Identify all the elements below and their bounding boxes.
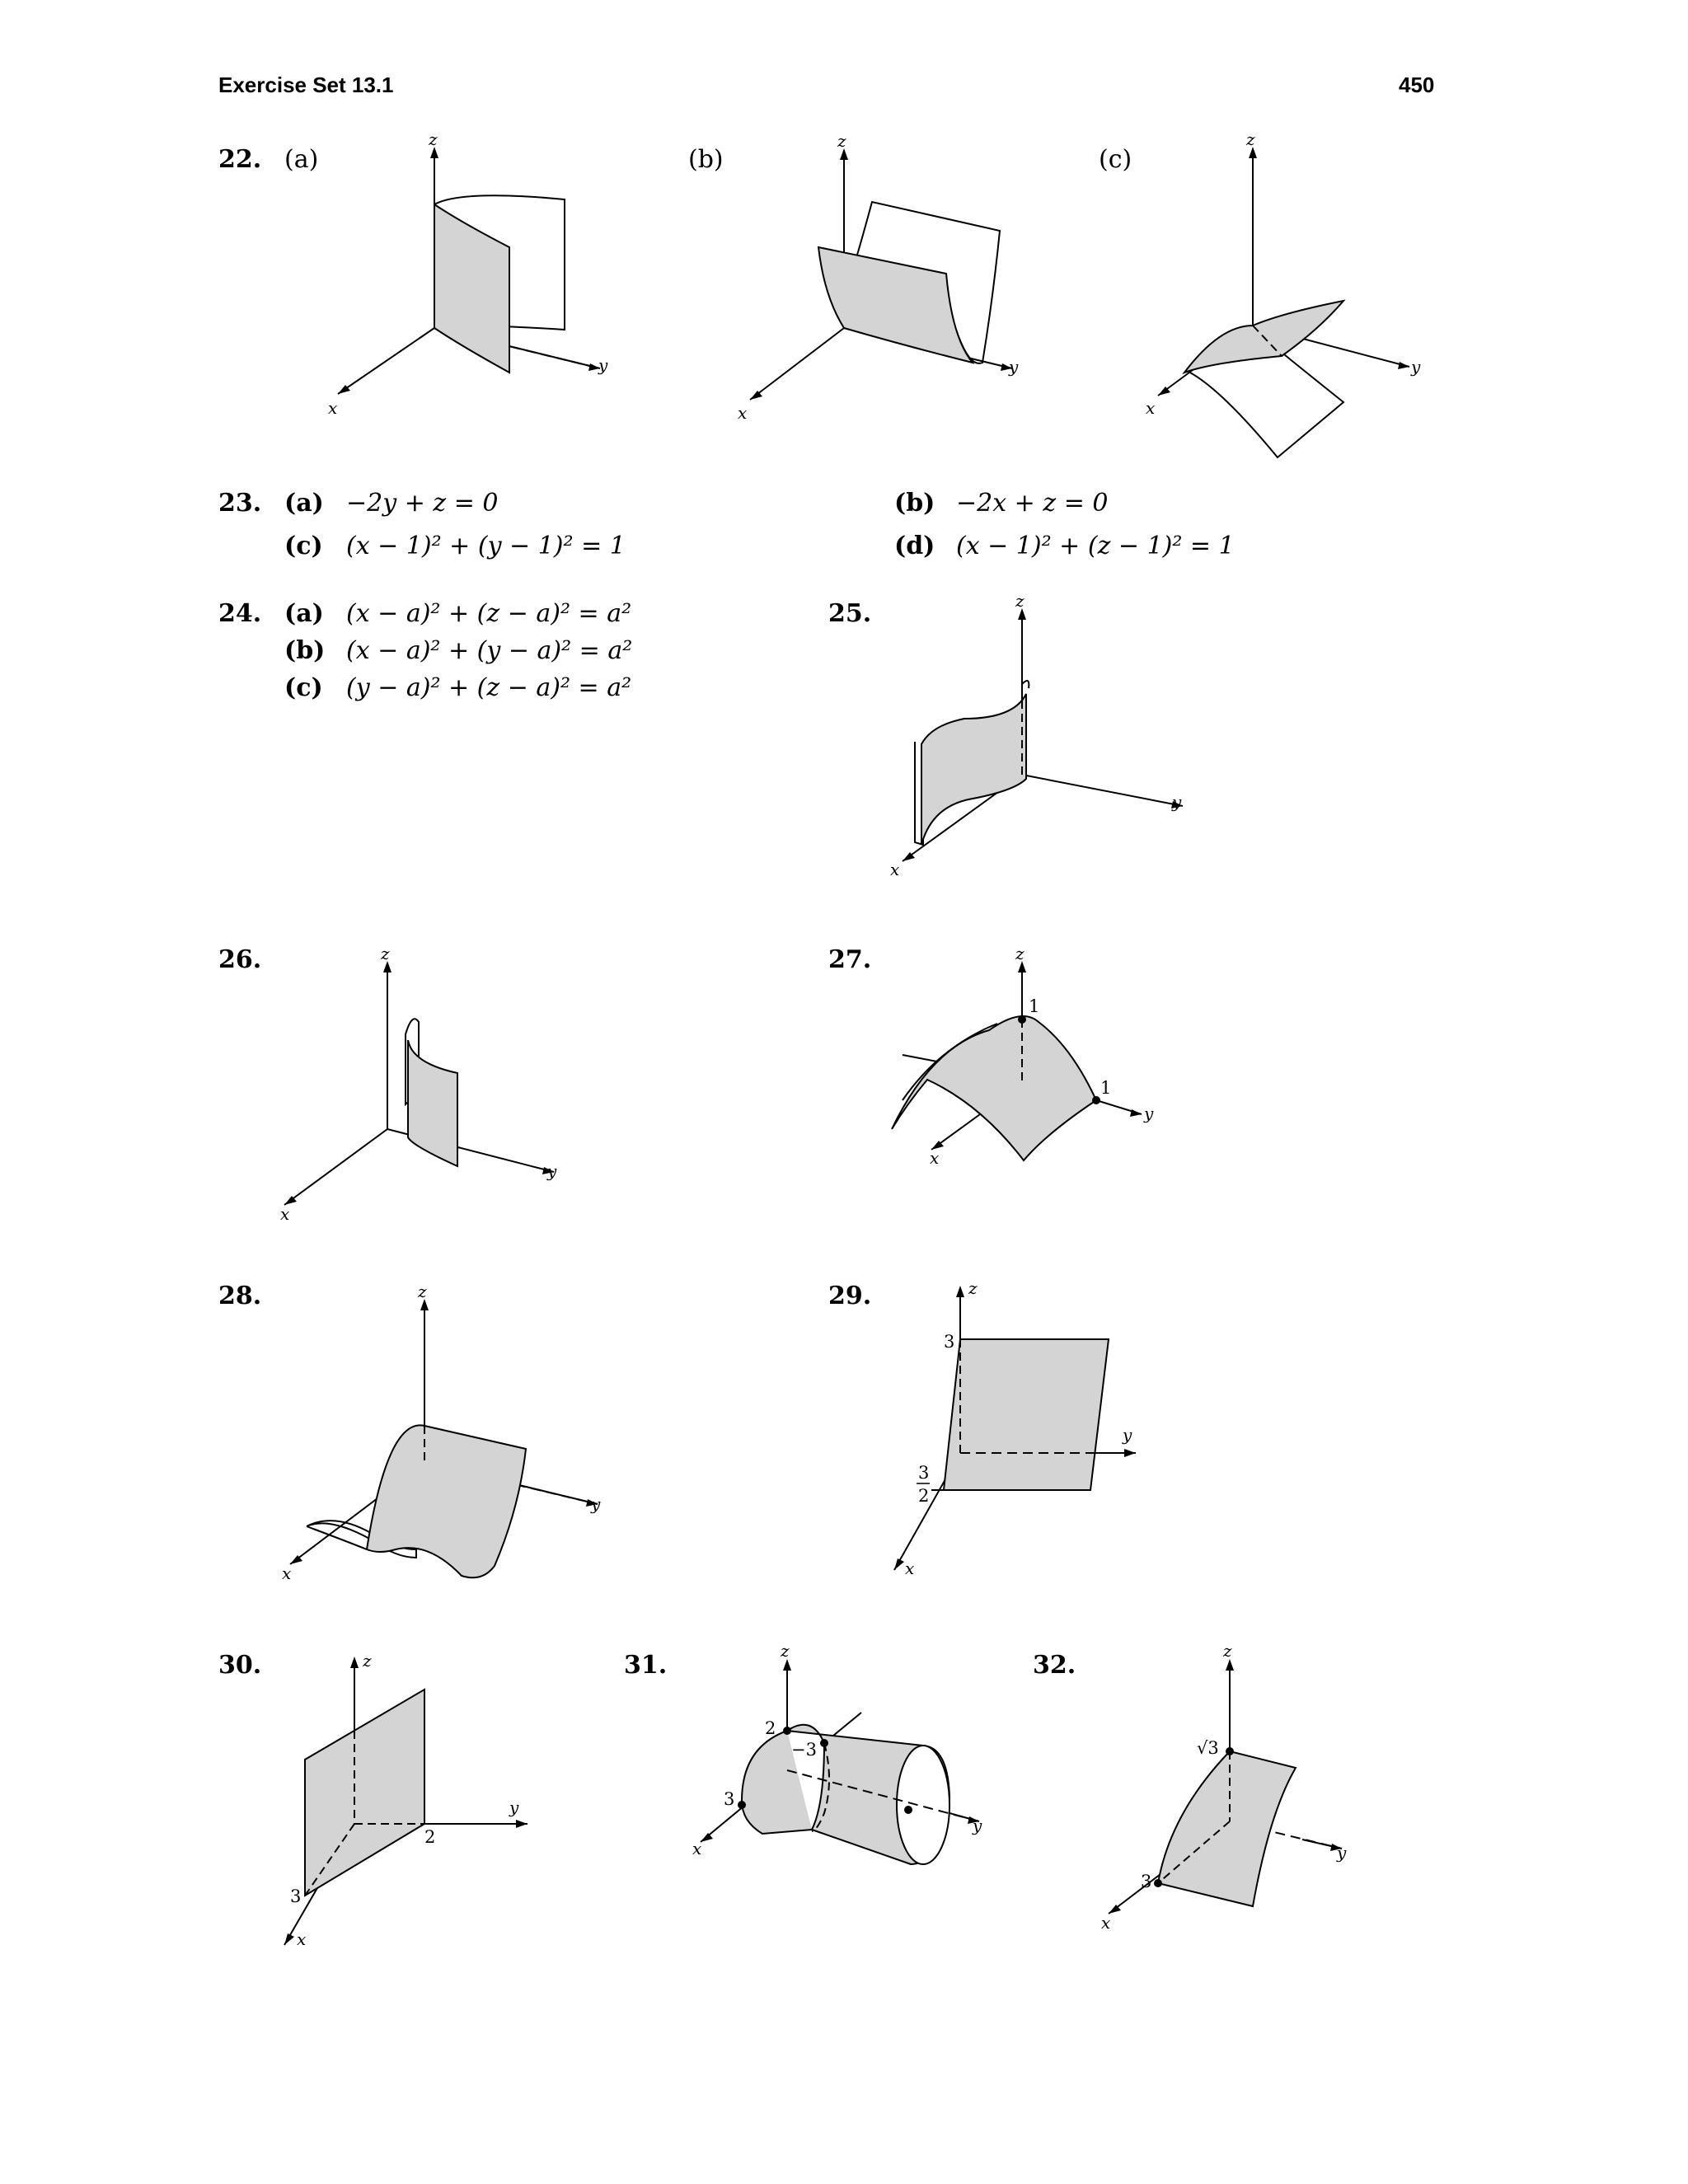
problem-24a-label: (a) [284, 599, 324, 628]
problem-24b-label: (b) [284, 636, 326, 665]
figure-27-x-label: x [930, 1148, 939, 1168]
problem-24-number: 24. [218, 599, 262, 628]
problem-24b-equation: (x − a)² + (y − a)² = a² [346, 636, 633, 665]
problem-24c-equation: (y − a)² + (z − a)² = a² [346, 673, 632, 702]
figure-29-x-label: x [905, 1558, 914, 1578]
figure-25-x-label: x [890, 860, 899, 879]
figure-25-z-label: z [1015, 591, 1025, 611]
problem-23d-label: (d) [894, 532, 935, 560]
figure-32-y-label: y [1336, 1843, 1347, 1863]
figure-28-y-label: y [590, 1494, 601, 1514]
problem-23c-label: (c) [284, 532, 323, 560]
figure-26-x-label: x [280, 1204, 289, 1224]
figure-29-z-tick: 3 [944, 1332, 954, 1352]
figure-28-z-label: z [417, 1282, 427, 1301]
figure-32: z √3 y 3 x [1101, 1641, 1347, 1933]
figure-26-z-label: z [380, 944, 390, 963]
problem-23a-equation: −2y + z = 0 [346, 489, 499, 518]
problem-22b-label: (b) [688, 145, 724, 174]
figure-28: z y x [282, 1282, 601, 1583]
figure-29-z-label: z [968, 1278, 978, 1298]
figure-22a-x-label: x [328, 398, 337, 418]
problem-28-number: 28. [218, 1282, 262, 1310]
figure-31: z 2 −3 y 3 x [692, 1641, 982, 1866]
section-title: Exercise Set 13.1 [218, 73, 394, 97]
problem-23b-label: (b) [894, 489, 935, 518]
problem-22c-label: (c) [1099, 145, 1132, 174]
figure-26: z y x [280, 944, 557, 1224]
figure-27-z-label: z [1015, 944, 1025, 963]
figure-29-x-tick-numerator: 3 [918, 1463, 929, 1483]
figure-29-y-label: y [1122, 1425, 1132, 1445]
figure-29: z 3 y 3 2 x [893, 1278, 1136, 1578]
problem-23d-equation: (x − 1)² + (z − 1)² = 1 [956, 532, 1235, 560]
problem-30-number: 30. [218, 1651, 262, 1680]
problem-29-number: 29. [828, 1282, 872, 1310]
figure-29-x-tick-denominator: 2 [918, 1486, 929, 1506]
figure-30: z y 2 3 x [284, 1651, 528, 1949]
figure-22c: z y x [1146, 129, 1421, 459]
figure-27-y-tick: 1 [1100, 1078, 1111, 1098]
figure-22c-y-label: y [1410, 357, 1421, 377]
figure-22b-z-label: z [837, 131, 846, 151]
figure-28-x-label: x [282, 1563, 291, 1583]
figure-32-x-tick: 3 [1141, 1872, 1151, 1891]
figure-31-y-tick: −3 [791, 1740, 817, 1760]
figure-22b: z y x [738, 131, 1019, 423]
figure-30-z-label: z [362, 1651, 372, 1671]
figure-25: z y x [890, 591, 1184, 879]
page-number: 450 [1399, 73, 1435, 97]
figure-22b-x-label: x [738, 403, 747, 423]
problem-23b-equation: −2x + z = 0 [956, 489, 1109, 518]
figure-31-x-tick: 3 [724, 1789, 734, 1809]
figure-31-x-label: x [692, 1839, 701, 1858]
figure-22a-z-label: z [428, 129, 438, 149]
figure-22a-y-label: y [598, 355, 608, 375]
figure-22c-x-label: x [1146, 398, 1155, 418]
figure-30-y-tick: 2 [424, 1827, 435, 1847]
figure-31-y-label: y [972, 1816, 982, 1835]
figure-32-x-label: x [1101, 1913, 1110, 1933]
figure-30-y-label: y [509, 1797, 519, 1817]
problem-23c-equation: (x − 1)² + (y − 1)² = 1 [346, 532, 626, 560]
figure-31-z-tick: 2 [765, 1718, 776, 1738]
problem-24a-equation: (x − a)² + (z − a)² = a² [346, 599, 632, 628]
figure-25-y-label: y [1171, 792, 1182, 812]
figure-27-y-label: y [1143, 1104, 1154, 1123]
problem-22-number: 22. [218, 145, 262, 174]
problem-25-number: 25. [828, 599, 872, 628]
problem-31-number: 31. [624, 1651, 668, 1680]
problem-22a-label: (a) [284, 145, 319, 174]
problem-27-number: 27. [828, 945, 872, 974]
problem-32-number: 32. [1033, 1651, 1076, 1680]
figure-27-z-tick: 1 [1029, 996, 1039, 1016]
figure-27: z 1 1 y x [891, 944, 1154, 1168]
problem-26-number: 26. [218, 945, 262, 974]
figure-22a: z y x [328, 129, 608, 418]
problem-23a-label: (a) [284, 489, 324, 518]
figure-32-z-label: z [1222, 1641, 1232, 1661]
figure-22c-z-label: z [1245, 129, 1255, 149]
problem-24c-label: (c) [284, 673, 323, 702]
problem-23-number: 23. [218, 489, 262, 518]
figure-31-z-label: z [780, 1641, 790, 1661]
figure-32-z-tick: √3 [1197, 1738, 1219, 1758]
figure-30-x-tick: 3 [290, 1886, 301, 1906]
figure-22b-y-label: y [1008, 357, 1019, 377]
figure-30-x-label: x [297, 1929, 306, 1949]
figure-26-y-label: y [546, 1161, 557, 1181]
